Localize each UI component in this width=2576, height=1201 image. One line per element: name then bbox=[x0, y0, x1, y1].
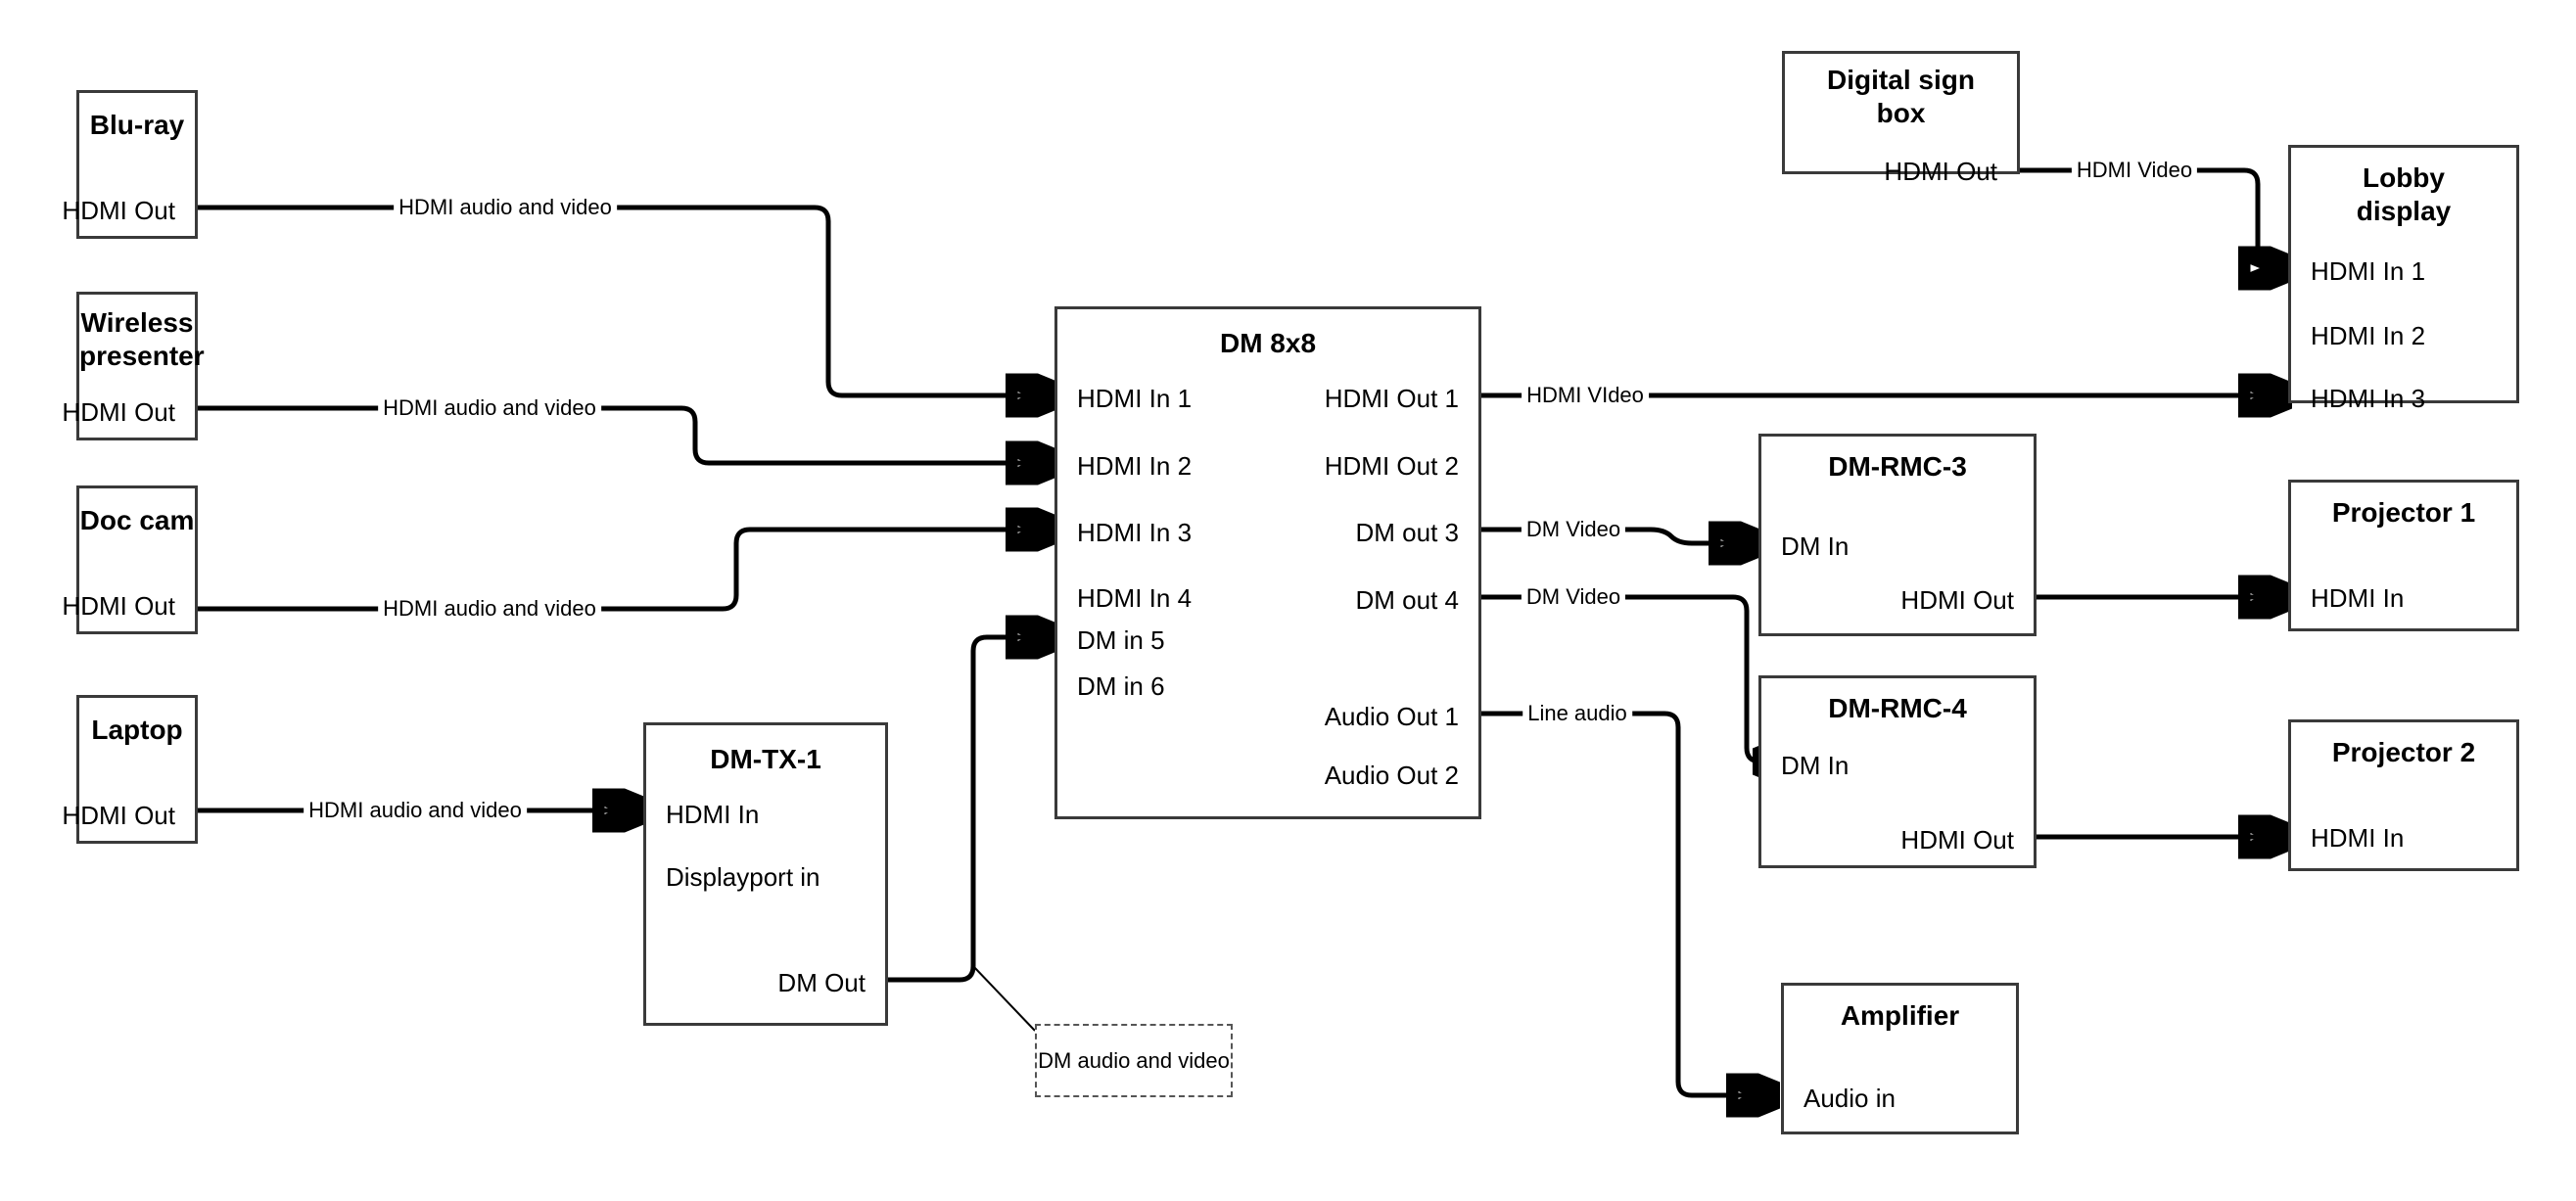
node-dm-rmc-3-title: DM-RMC-3 bbox=[1828, 451, 1967, 482]
callout-dm-audio-and-video: DM audio and video bbox=[1035, 1024, 1233, 1097]
node-digital-sign-box[interactable]: Digital sign box HDMI Out bbox=[1782, 51, 2020, 186]
wire-doccam-to-dm-in3 bbox=[198, 530, 1054, 612]
port-dm-tx-1-hdmi-in: HDMI In bbox=[666, 800, 760, 829]
port-projector-1-hdmi-in: HDMI In bbox=[2311, 583, 2405, 613]
node-dm-8x8-title: DM 8x8 bbox=[1219, 328, 1317, 358]
port-lobby-display-hdmi-in-3: HDMI In 3 bbox=[2311, 384, 2426, 413]
wire-dm-audioout1-to-amplifier bbox=[1481, 711, 1775, 1095]
edge-label-sign-to-lobby: HDMI Video bbox=[2071, 158, 2198, 183]
port-laptop-hdmi-out: HDMI Out bbox=[62, 801, 175, 830]
port-dm-8x8-hdmi-in-2: HDMI In 2 bbox=[1077, 451, 1193, 481]
port-dm-tx-1-displayport-in: Displayport in bbox=[666, 862, 820, 892]
port-dm-tx-1-dm-out: DM Out bbox=[777, 968, 866, 997]
port-dm-rmc-3-dm-in: DM In bbox=[1781, 531, 1850, 561]
node-lobby-display[interactable]: Lobby display HDMI In 1 HDMI In 2 HDMI I… bbox=[2288, 145, 2519, 413]
node-dm-tx-1[interactable]: DM-TX-1 HDMI In Displayport in DM Out bbox=[643, 722, 888, 1026]
edge-label-bluray-to-dm: HDMI audio and video bbox=[394, 195, 617, 220]
edge-label-dm-audio-out-1: Line audio bbox=[1522, 701, 1632, 726]
port-dm-8x8-audio-out-1: Audio Out 1 bbox=[1324, 702, 1459, 731]
node-projector-2-title: Projector 2 bbox=[2331, 737, 2476, 767]
port-wireless-presenter-hdmi-out: HDMI Out bbox=[62, 397, 175, 427]
node-amplifier[interactable]: Amplifier Audio in bbox=[1781, 983, 2019, 1134]
port-dm-8x8-dm-out-4: DM out 4 bbox=[1355, 585, 1460, 615]
node-projector-1-title: Projector 1 bbox=[2331, 497, 2476, 528]
wire-sign-to-lobby-in1 bbox=[2018, 167, 2287, 268]
node-digital-sign-box-title: Digital sign box bbox=[1827, 65, 1975, 128]
node-dm-rmc-4[interactable]: DM-RMC-4 DM In HDMI Out bbox=[1758, 675, 2037, 868]
port-dm-rmc-4-hdmi-out: HDMI Out bbox=[1900, 825, 2014, 855]
node-dm-rmc-3[interactable]: DM-RMC-3 DM In HDMI Out bbox=[1758, 434, 2037, 636]
node-projector-1[interactable]: Projector 1 HDMI In bbox=[2288, 480, 2519, 631]
edge-label-dm-dm-out-3: DM Video bbox=[1521, 517, 1626, 542]
port-dm-8x8-dm-in-5: DM in 5 bbox=[1077, 625, 1165, 655]
node-dm-tx-1-title: DM-TX-1 bbox=[710, 744, 821, 774]
port-dm-8x8-hdmi-in-1: HDMI In 1 bbox=[1077, 384, 1193, 413]
port-dm-8x8-audio-out-2: Audio Out 2 bbox=[1324, 761, 1459, 790]
port-doc-cam-hdmi-out: HDMI Out bbox=[62, 591, 175, 621]
node-bluray[interactable]: Blu-ray HDMI Out bbox=[62, 90, 198, 239]
port-dm-8x8-hdmi-in-3: HDMI In 3 bbox=[1077, 518, 1193, 547]
port-projector-2-hdmi-in: HDMI In bbox=[2311, 823, 2405, 853]
wire-bluray-to-dm-in1 bbox=[198, 205, 1054, 395]
port-digital-sign-box-hdmi-out: HDMI Out bbox=[1884, 157, 1997, 186]
port-dm-8x8-dm-out-3: DM out 3 bbox=[1355, 518, 1460, 547]
node-lobby-display-title: Lobby display bbox=[2356, 162, 2452, 226]
node-amplifier-title: Amplifier bbox=[1840, 1000, 1960, 1031]
wire-tx-to-dm-in5 bbox=[888, 637, 1054, 983]
node-wireless-presenter[interactable]: Wireless presenter HDMI Out bbox=[62, 292, 205, 440]
port-dm-rmc-4-dm-in: DM In bbox=[1781, 751, 1850, 780]
edge-label-wireless-to-dm: HDMI audio and video bbox=[378, 395, 601, 421]
node-doc-cam[interactable]: Doc cam HDMI Out bbox=[62, 485, 198, 634]
wire-dm-dmout4-to-rmc4 bbox=[1481, 594, 1760, 762]
wire-dm-dmout3-to-rmc3 bbox=[1481, 530, 1757, 543]
node-laptop-title: Laptop bbox=[91, 715, 183, 745]
port-amplifier-audio-in: Audio in bbox=[1803, 1084, 1896, 1113]
port-dm-8x8-dm-in-6: DM in 6 bbox=[1077, 671, 1165, 701]
port-dm-8x8-hdmi-out-1: HDMI Out 1 bbox=[1324, 384, 1459, 413]
node-wireless-presenter-title: Wireless presenter bbox=[79, 307, 205, 371]
edge-label-laptop-to-tx: HDMI audio and video bbox=[304, 798, 527, 823]
port-dm-rmc-3-hdmi-out: HDMI Out bbox=[1900, 585, 2014, 615]
node-dm-8x8[interactable]: DM 8x8 HDMI In 1 HDMI In 2 HDMI In 3 HDM… bbox=[1054, 306, 1481, 819]
node-projector-2[interactable]: Projector 2 HDMI In bbox=[2288, 719, 2519, 871]
node-laptop[interactable]: Laptop HDMI Out bbox=[62, 695, 198, 844]
edge-label-dm-dm-out-4: DM Video bbox=[1521, 584, 1626, 610]
node-doc-cam-title: Doc cam bbox=[79, 505, 195, 535]
edge-label-doccam-to-dm: HDMI audio and video bbox=[378, 596, 601, 622]
wire-wireless-to-dm-in2 bbox=[198, 405, 1054, 463]
port-lobby-display-hdmi-in-1: HDMI In 1 bbox=[2311, 256, 2426, 286]
edge-label-dm-hdmi-out-1: HDMI VIdeo bbox=[1522, 383, 1649, 408]
node-dm-rmc-4-title: DM-RMC-4 bbox=[1828, 693, 1967, 723]
port-lobby-display-hdmi-in-2: HDMI In 2 bbox=[2311, 321, 2426, 350]
port-bluray-hdmi-out: HDMI Out bbox=[62, 196, 175, 225]
node-bluray-title: Blu-ray bbox=[89, 110, 185, 140]
port-dm-8x8-hdmi-out-2: HDMI Out 2 bbox=[1324, 451, 1459, 481]
port-dm-8x8-hdmi-in-4: HDMI In 4 bbox=[1077, 583, 1193, 613]
callout-leader-line bbox=[972, 965, 1036, 1032]
